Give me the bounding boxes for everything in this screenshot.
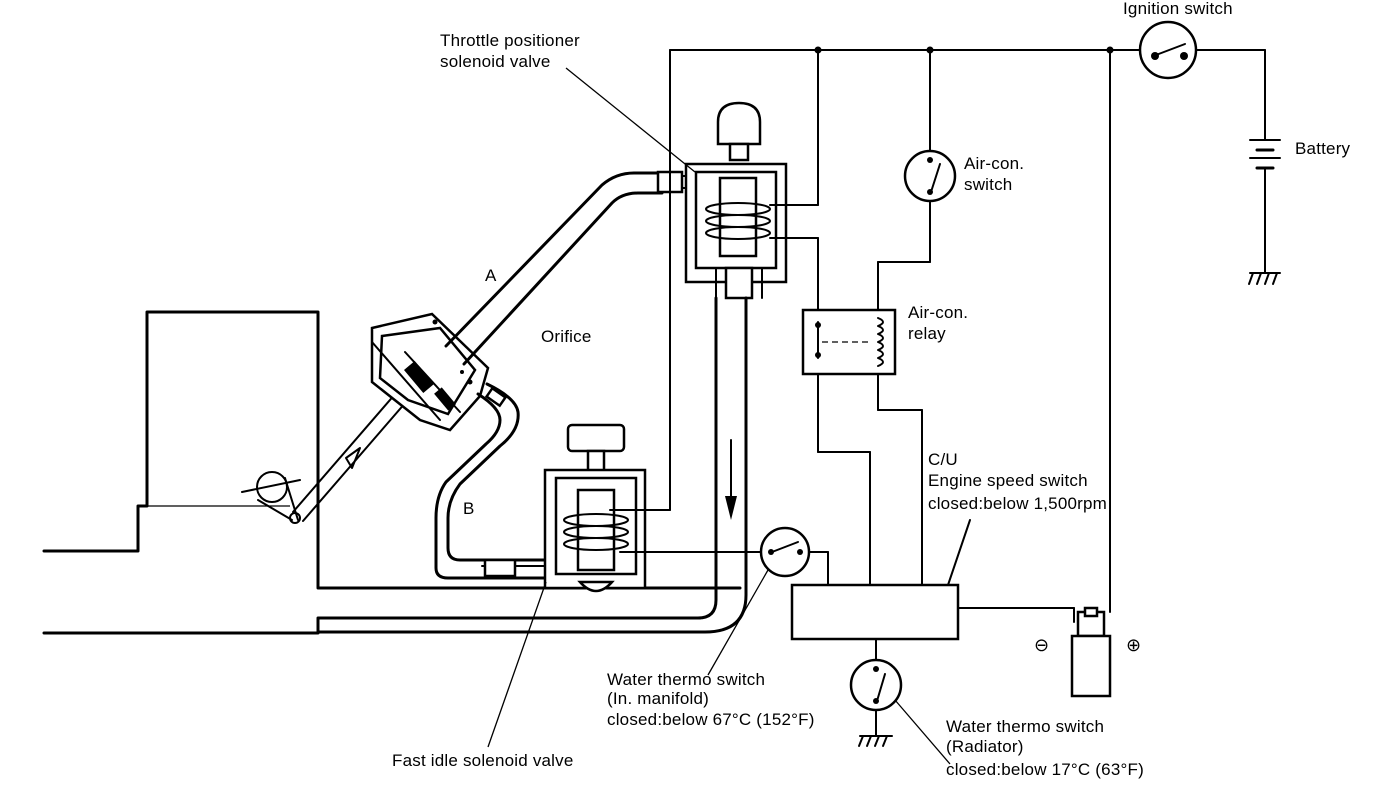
aircon-relay (801, 308, 897, 376)
solenoid-coil-icon (563, 513, 629, 551)
ground-symbol-icon (858, 735, 893, 747)
control-unit (790, 519, 971, 641)
label-engine-speed-switch: Engine speed switch (928, 471, 1088, 490)
label-aircon-switch: Air-con. (964, 154, 1024, 173)
label-fast-idle-valve: Fast idle solenoid valve (392, 751, 574, 770)
throttle-lever (241, 471, 301, 524)
intake-manifold (42, 310, 742, 635)
solenoid-coil-icon (877, 317, 884, 367)
label-coil-positive: ⊕ (1126, 635, 1141, 655)
label-water-thermo-radiator-2: (Radiator) (946, 737, 1024, 756)
aircon-switch (903, 149, 957, 203)
label-orifice: Orifice (541, 327, 592, 346)
label-battery: Battery (1295, 139, 1351, 158)
throttle-positioner-diaphragm (292, 312, 490, 522)
ignition-coil-icon (1070, 606, 1112, 698)
label-throttle-positioner: Throttle positioner (440, 31, 580, 50)
label-water-thermo-radiator: Water thermo switch (946, 717, 1104, 736)
label-engine-speed-closed: closed:below 1,500rpm (928, 494, 1107, 513)
label-water-thermo-manifold-2: (In. manifold) (607, 689, 709, 708)
throttle-positioner-solenoid-valve (684, 101, 788, 300)
label-cu: C/U (928, 450, 958, 469)
label-throttle-positioner-2: solenoid valve (440, 52, 551, 71)
ignition-switch (1138, 20, 1198, 80)
label-water-thermo-manifold: Water thermo switch (607, 670, 765, 689)
label-aircon-relay: Air-con. (908, 303, 968, 322)
labels: Ignition switch Battery Throttle positio… (392, 0, 1351, 779)
wiring (609, 46, 1266, 736)
solenoid-coil-icon (705, 202, 771, 240)
label-ignition-switch: Ignition switch (1123, 0, 1233, 18)
label-aircon-switch-2: switch (964, 175, 1012, 194)
label-water-thermo-manifold-3: closed:below 67°C (152°F) (607, 710, 815, 729)
label-hose-a: A (485, 266, 497, 285)
label-water-thermo-radiator-3: closed:below 17°C (63°F) (946, 760, 1144, 779)
fast-idle-solenoid-valve (543, 423, 647, 593)
label-aircon-relay-2: relay (908, 324, 946, 343)
label-hose-b: B (463, 499, 475, 518)
ground-symbol-icon (1248, 272, 1281, 285)
leader-lines (487, 67, 696, 748)
water-thermo-switch-manifold (707, 526, 811, 676)
label-coil-negative: ⊖ (1034, 635, 1049, 655)
battery-icon (1249, 139, 1281, 170)
valve-vacuum-pipe (316, 296, 748, 634)
vacuum-hose-b (434, 382, 547, 580)
water-thermo-switch-radiator (849, 658, 951, 765)
